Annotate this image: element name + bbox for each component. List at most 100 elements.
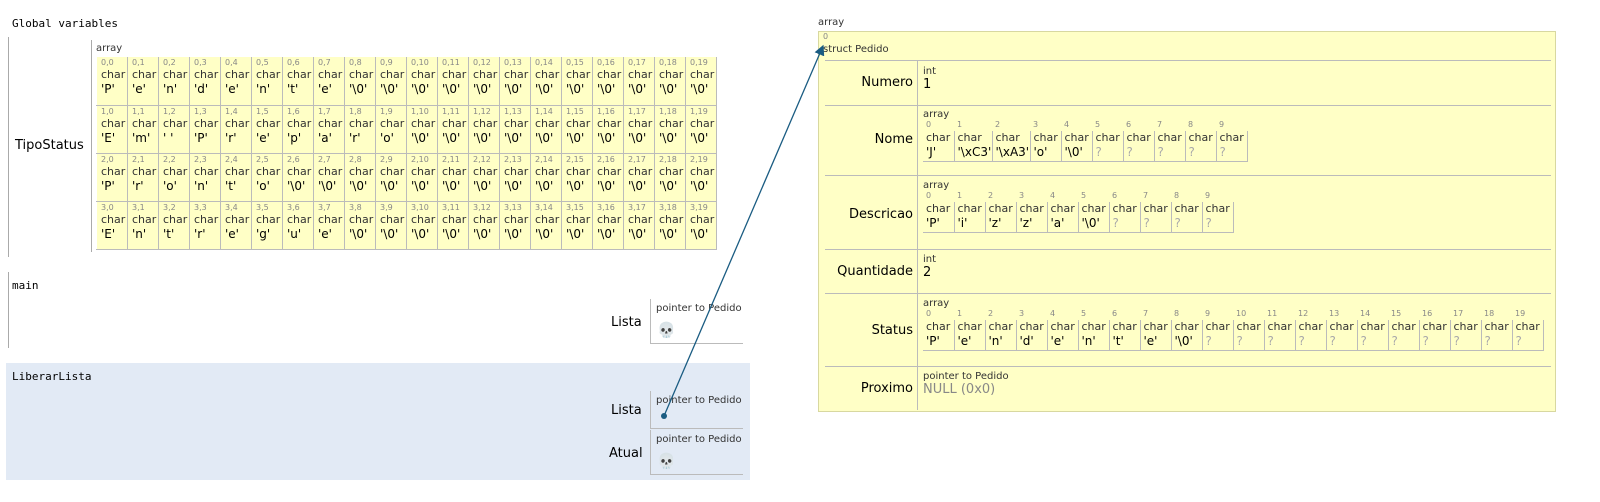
array-cell: char'z' — [1016, 202, 1048, 233]
liberar-atual-name: Atual — [609, 446, 643, 461]
globals-frame-border — [8, 37, 9, 257]
array-cell: char? — [1216, 131, 1248, 162]
field-quantidade-value: 2 — [923, 265, 932, 280]
field-numero: Numero int 1 — [825, 60, 1551, 106]
liberar-atual-type: pointer to Pedido — [656, 434, 742, 445]
array-cell: char'e' — [1047, 320, 1079, 351]
liberar-lista-pointer: pointer to Pedido — [650, 391, 743, 429]
array-cell: char'i' — [954, 202, 986, 233]
array-cell: char'\0' — [1061, 131, 1093, 162]
array-cell: char'P' — [923, 202, 955, 233]
array-cell: char'P' — [923, 320, 955, 351]
struct-label: struct Pedido — [823, 44, 889, 55]
heap-array-label: array — [818, 17, 845, 28]
main-lista-name: Lista — [611, 315, 642, 330]
field-status-name: Status — [871, 323, 913, 338]
array-cell: char? — [1202, 202, 1234, 233]
liberar-lista-name: Lista — [611, 403, 642, 418]
field-numero-type: int — [923, 66, 937, 77]
array-cell: char? — [1512, 320, 1544, 351]
field-proximo-type: pointer to Pedido — [923, 371, 1009, 382]
array-cell: char'n' — [1078, 320, 1110, 351]
array-cell: char? — [1419, 320, 1451, 351]
array-cell: char? — [1171, 202, 1203, 233]
array-cell: char? — [1388, 320, 1420, 351]
array-cell: char'e' — [954, 320, 986, 351]
array-cell: char? — [1295, 320, 1327, 351]
heap-index-0: 0 — [823, 32, 829, 41]
struct-pedido-box: 0 struct Pedido Numero int 1 Nome array … — [818, 31, 1556, 412]
global-var-name: TipoStatus — [15, 138, 84, 153]
field-nome-name: Nome — [874, 132, 913, 147]
main-frame-title: main — [12, 279, 39, 292]
field-descricao-array: char'P'char'i'char'z'char'z'char'a'char'… — [923, 202, 1234, 233]
main-lista-pointer: pointer to Pedido 💀 — [650, 299, 743, 344]
field-quantidade-name: Quantidade — [837, 264, 913, 279]
array-cell: char'\0' — [1171, 320, 1203, 351]
array-cell: char'\xA3' — [992, 131, 1031, 162]
main-frame-border — [8, 272, 9, 348]
field-descricao-name: Descricao — [849, 207, 913, 222]
field-numero-name: Numero — [861, 75, 913, 90]
array-cell: char't' — [1109, 320, 1141, 351]
field-proximo-value: NULL (0x0) — [923, 382, 996, 397]
array-cell: char? — [1326, 320, 1358, 351]
array-cell: char? — [1123, 131, 1155, 162]
array-cell: char? — [1481, 320, 1513, 351]
liberar-frame — [6, 363, 750, 480]
array-cell: char? — [1264, 320, 1296, 351]
global-array-label: array — [96, 43, 123, 54]
